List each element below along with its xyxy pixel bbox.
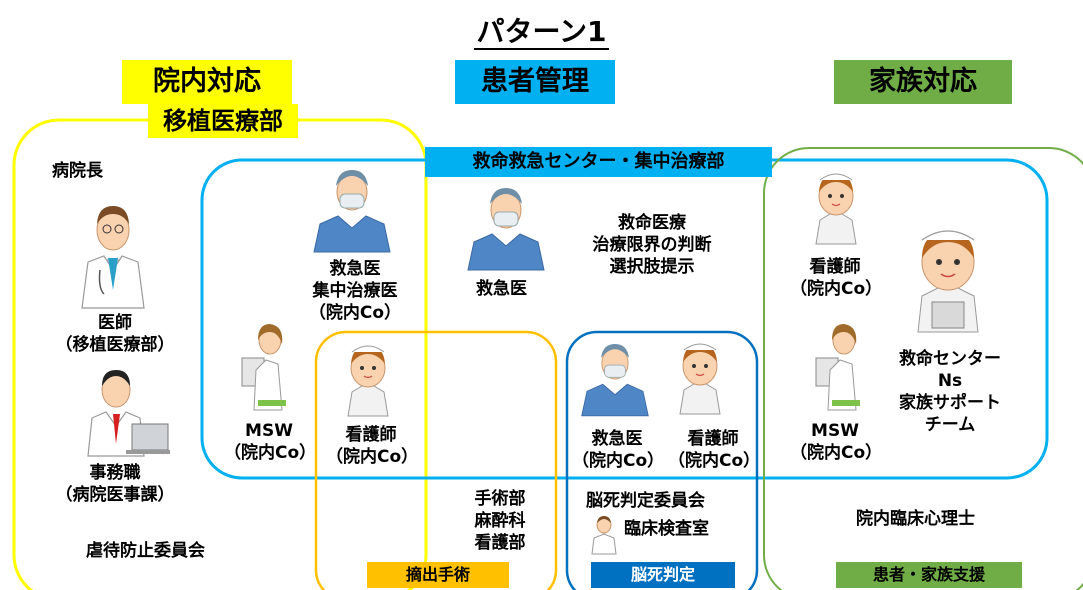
label-msw-left: MSW （院内Co）: [224, 421, 317, 463]
label-clerk: 事務職 （病院医事課）: [55, 463, 175, 505]
lab-tech-icon: [591, 516, 617, 555]
header-transplant-dept: 移植医療部: [148, 104, 298, 138]
label-er-tasks: 救命医療 治療限界の判断 選択肢提示: [592, 213, 712, 277]
label-director: 病院長: [52, 161, 103, 181]
label-center-ns: 救命センター Ns 家族サポート チーム: [899, 349, 1001, 435]
nurse-or-icon: [347, 345, 389, 417]
label-bd-lab: 臨床検査室: [624, 519, 709, 539]
label-bd-doctor: 救急医 （院内Co）: [572, 429, 665, 471]
doctor-icon: [81, 206, 145, 309]
tag-brain-death: 脳死判定: [591, 562, 735, 588]
tag-procurement: 摘出手術: [367, 562, 509, 588]
header-family: 家族対応: [834, 60, 1012, 104]
label-abuse-committee: 虐待防止委員会: [86, 541, 205, 561]
label-bd-committee: 脳死判定委員会: [586, 491, 705, 511]
er-doctor-icon: [313, 170, 391, 253]
msw-left-icon: [241, 324, 286, 411]
label-fam-nurse: 看護師 （院内Co）: [790, 257, 883, 299]
tag-support: 患者・家族支援: [836, 562, 1022, 588]
bd-doctor-icon: [581, 344, 649, 417]
header-in-hospital: 院内対応: [122, 60, 292, 104]
label-er-doctor-b: 救急医: [476, 279, 527, 299]
fam-nurse-icon: [815, 173, 857, 245]
procurement-frame: [314, 330, 558, 590]
label-fam-msw: MSW （院内Co）: [790, 421, 883, 463]
bd-nurse-icon: [679, 343, 721, 415]
family-frame: [763, 147, 1083, 590]
label-nurse-or: 看護師 （院内Co）: [326, 425, 419, 467]
label-doctor: 医師 （移植医療部）: [55, 313, 175, 355]
fam-msw-icon: [815, 324, 860, 411]
er-doctor-center-icon: [467, 188, 545, 271]
center-nurse-icon: [917, 230, 979, 333]
label-surgery: 手術部 麻酔科 看護部: [474, 489, 526, 553]
page-title: パターン1: [474, 15, 609, 50]
header-patient-mgmt: 患者管理: [455, 60, 615, 104]
tag-er-icu: 救命救急センター・集中治療部: [425, 147, 772, 177]
label-psychologist: 院内臨床心理士: [856, 509, 975, 529]
clerk-icon: [87, 370, 170, 457]
brain-death-frame: [565, 330, 759, 590]
label-bd-nurse: 看護師 （院内Co）: [668, 429, 761, 471]
label-er-doctor-a: 救急医 集中治療医 （院内Co）: [308, 259, 402, 323]
